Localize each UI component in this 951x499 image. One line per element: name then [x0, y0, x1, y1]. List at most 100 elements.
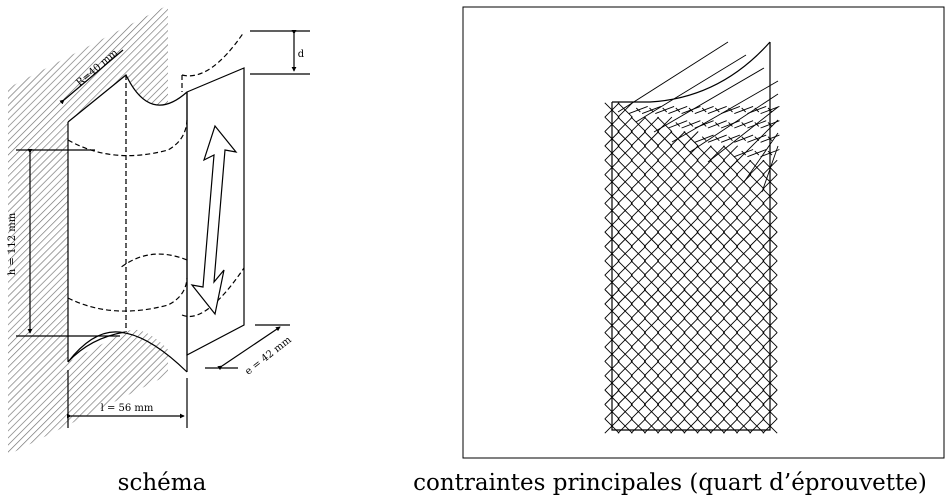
stress-glyph-minor — [749, 246, 765, 262]
stress-glyph-minor — [643, 116, 660, 132]
stress-glyph-minor — [604, 131, 620, 147]
stress-glyph-minor — [709, 360, 725, 377]
stress-glyph-minor — [630, 317, 646, 334]
stress-glyph-minor — [657, 260, 673, 276]
stress-plot-frame — [462, 6, 945, 459]
stress-glyph-minor — [696, 159, 712, 176]
stress-glyph-minor — [762, 159, 778, 176]
stress-glyph-minor — [722, 231, 739, 247]
stress-glyph-minor — [709, 188, 725, 204]
stress-glyph-minor — [736, 332, 752, 348]
stress-glyph-minor — [643, 159, 660, 176]
stress-fan-line — [707, 106, 779, 163]
stress-glyph-minor — [630, 202, 646, 219]
stress-glyph-minor — [670, 274, 686, 290]
stress-glyph-minor — [736, 188, 752, 204]
stress-glyph-minor — [643, 217, 660, 233]
stress-glyph-minor — [657, 145, 673, 161]
stress-glyph-minor — [736, 375, 752, 391]
stress-glyph-minor — [604, 188, 620, 204]
stress-glyph-minor — [670, 260, 686, 276]
bottom-left-curve — [67, 331, 126, 363]
stress-glyph-minor — [643, 131, 660, 147]
stress-glyph-minor — [749, 404, 765, 420]
stress-glyph-minor — [696, 260, 712, 276]
stress-glyph-minor — [617, 246, 633, 262]
stress-glyph-minor — [736, 246, 752, 262]
stress-glyph-minor — [767, 150, 773, 156]
stress-glyph-minor — [762, 174, 778, 190]
stress-glyph-minor — [709, 346, 725, 362]
stress-glyph-minor — [736, 174, 752, 190]
stress-glyph-minor — [670, 217, 686, 233]
stress-glyph-minor — [683, 131, 699, 147]
stress-glyph-minor — [670, 346, 686, 362]
stress-fan-line — [689, 93, 779, 153]
stress-glyph-minor — [657, 375, 673, 391]
stress-glyph-minor — [736, 231, 752, 247]
stress-glyph-minor — [741, 136, 747, 142]
stress-glyph-minor — [749, 317, 765, 334]
stress-glyph-minor — [709, 289, 725, 305]
stress-glyph-minor — [630, 404, 646, 420]
stress-glyph-minor — [657, 188, 673, 204]
stress-glyph-minor — [683, 317, 699, 334]
stress-glyph-minor — [657, 202, 673, 219]
stress-glyph-minor — [762, 346, 778, 362]
stress-glyph-minor — [683, 260, 699, 276]
stress-glyph-minor — [675, 122, 681, 127]
stress-glyph-minor — [762, 274, 778, 290]
stress-glyph-minor — [709, 332, 725, 348]
dim-e — [205, 324, 290, 371]
stress-glyph-minor — [604, 418, 620, 434]
stress-glyph-minor — [617, 131, 633, 147]
stress-glyph-minor — [617, 260, 633, 276]
stress-glyph-minor — [736, 346, 752, 362]
stress-glyph-minor — [749, 303, 765, 319]
stress-glyph-minor — [762, 375, 778, 391]
stress-glyph-minor — [709, 174, 725, 190]
stress-glyph-minor — [767, 122, 773, 127]
schema-panel — [8, 5, 310, 455]
stress-glyph-minor — [762, 188, 778, 204]
stress-glyph-minor — [604, 145, 620, 161]
stress-glyph-minor — [643, 418, 660, 434]
stress-glyph-minor — [749, 289, 765, 305]
stress-glyph-minor — [617, 303, 633, 319]
stress-glyph-minor — [722, 418, 739, 434]
specimen-body-fill — [68, 75, 187, 372]
stress-glyph-minor — [762, 231, 778, 247]
stress-glyph-minor — [617, 102, 633, 118]
stress-glyph-minor — [604, 303, 620, 319]
stress-glyph-minor — [722, 375, 739, 391]
stress-fan-line — [725, 119, 779, 173]
stress-glyph-minor — [683, 217, 699, 233]
stress-glyph-minor — [643, 188, 660, 204]
stress-glyph-minor — [604, 346, 620, 362]
stress-glyph-minor — [722, 346, 739, 362]
stress-glyph-minor — [604, 159, 620, 176]
stress-glyph-minor — [728, 136, 733, 142]
stress-glyph-minor — [696, 246, 712, 262]
stress-glyph-minor — [709, 217, 725, 233]
stress-glyph-minor — [604, 260, 620, 276]
stress-glyph-minor — [722, 274, 739, 290]
stress-glyph-minor — [670, 404, 686, 420]
bottom-concave-cut — [67, 331, 188, 373]
stress-glyph-minor — [696, 202, 712, 219]
stress-glyph-minor — [630, 246, 646, 262]
stress-glyph-minor — [643, 317, 660, 334]
stress-caption: contraintes principales (quart d’éprouve… — [413, 470, 927, 496]
stress-glyph-minor — [670, 317, 686, 334]
stress-glyph-minor — [696, 289, 712, 305]
stress-glyph-minor — [630, 360, 646, 377]
stress-glyph-minor — [617, 159, 633, 176]
stress-glyph-minor — [709, 317, 725, 334]
stress-glyph-minor — [736, 317, 752, 334]
stress-glyph-minor — [643, 174, 660, 190]
stress-glyph-minor — [709, 375, 725, 391]
stress-glyph-minor — [767, 136, 773, 142]
stress-glyph-minor — [630, 231, 646, 247]
stress-glyph-minor — [683, 174, 699, 190]
stress-glyph-minor — [701, 136, 707, 142]
